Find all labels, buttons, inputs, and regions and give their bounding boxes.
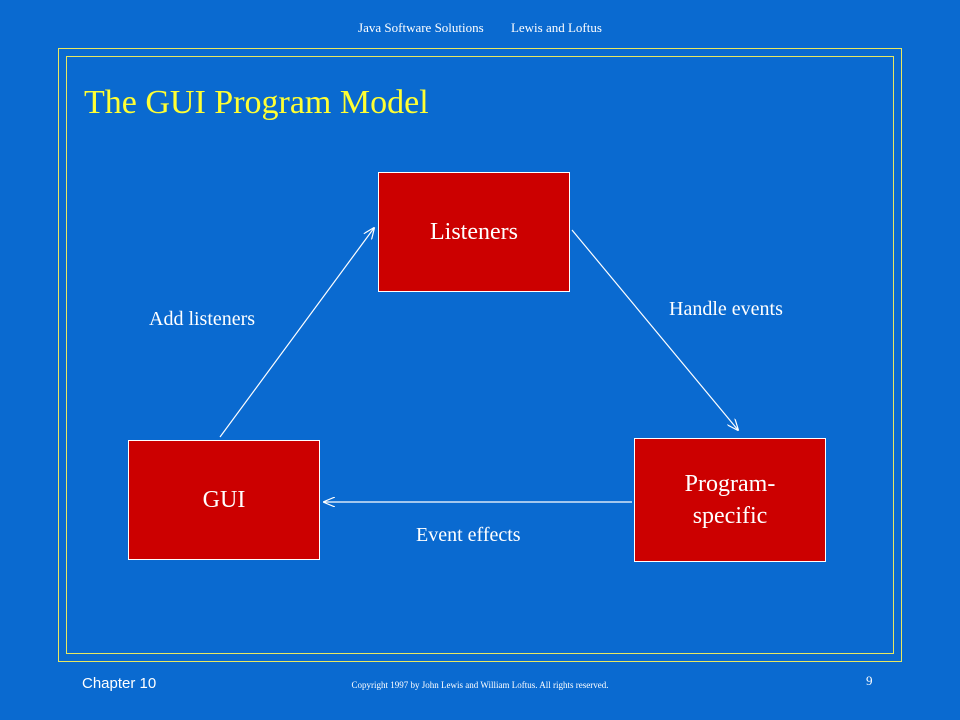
- slide-frame-inner: [66, 56, 894, 654]
- handle-events-label: Handle events: [669, 298, 783, 320]
- gui-label: GUI: [202, 486, 246, 513]
- gui-box: GUI: [128, 440, 320, 560]
- listeners-label: Listeners: [430, 218, 518, 245]
- page-number: 9: [866, 673, 873, 688]
- program-label-line1: Program-: [684, 470, 776, 497]
- header-authors: Lewis and Loftus: [510, 20, 602, 35]
- header-book-title: Java Software Solutions: [358, 20, 484, 35]
- slide-title: The GUI Program Model: [84, 84, 429, 121]
- slide-header: Java Software Solutions Lewis and Loftus: [0, 20, 960, 36]
- arrow-gui-to-listeners: [219, 228, 374, 438]
- slide-frame-outer: [58, 48, 902, 662]
- listeners-box: Listeners: [378, 172, 570, 292]
- event-effects-label: Event effects: [416, 524, 521, 546]
- arrow-listeners-to-program: [571, 229, 738, 430]
- chapter-label: Chapter 10: [82, 675, 157, 692]
- program-specific-box: Program- specific: [634, 438, 826, 562]
- copyright-notice: Copyright 1997 by John Lewis and William…: [351, 680, 609, 690]
- program-label-line2: specific: [692, 503, 768, 529]
- add-listeners-label: Add listeners: [149, 308, 256, 330]
